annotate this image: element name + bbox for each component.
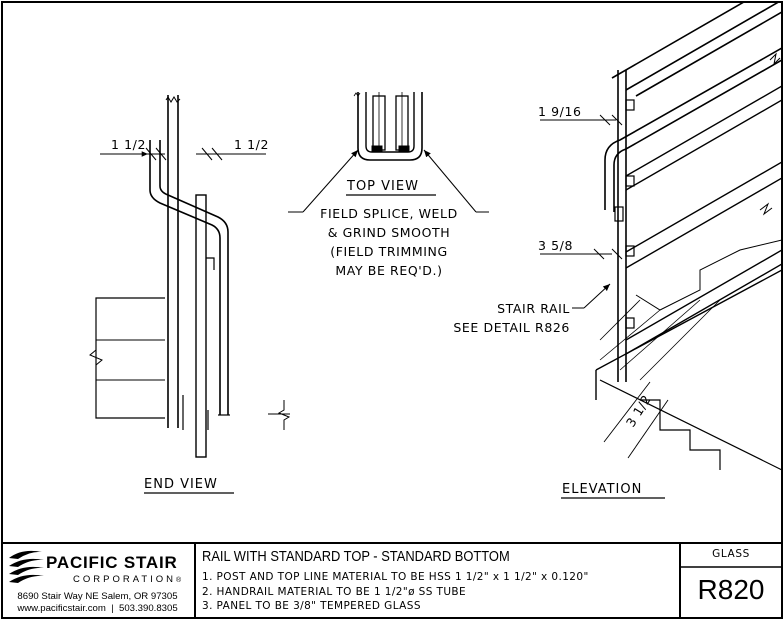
stair-rail-line-2: SEE DETAIL R826: [453, 320, 570, 335]
end-view-label: END VIEW: [144, 477, 218, 492]
registered-mark: ®: [176, 577, 182, 584]
company-name: PACIFIC STAIR: [46, 553, 178, 572]
dim-elev-mid: 3 5/8: [538, 238, 573, 253]
note-3: 3. PANEL TO BE 3/8" TEMPERED GLASS: [202, 600, 421, 612]
top-view: [288, 92, 489, 213]
company-sub-text: CORPORATION: [73, 574, 177, 585]
note-2: 2. HANDRAIL MATERIAL TO BE 1 1/2"ø SS TU…: [202, 586, 467, 598]
drawing-title: RAIL WITH STANDARD TOP - STANDARD BOTTOM: [202, 548, 510, 565]
stair-rail-line-1: STAIR RAIL: [497, 301, 570, 316]
splice-note-line-2: & GRIND SMOOTH: [328, 225, 451, 240]
dim-elev-top: 1 9/16: [538, 104, 582, 119]
elevation-view: [540, 2, 782, 471]
dim-end-right: 1 1/2: [234, 137, 269, 152]
splice-note-line-1: FIELD SPLICE, WELD: [320, 206, 458, 221]
company-address: 8690 Stair Way NE Salem, OR 97305: [17, 591, 178, 602]
splice-note-line-4: MAY BE REQ'D.): [335, 263, 442, 278]
detail-number: R820: [697, 574, 765, 605]
end-view: [89, 95, 291, 458]
company-contact: www.pacificstair.com | 503.390.8305: [17, 603, 178, 614]
note-1: 1. POST AND TOP LINE MATERIAL TO BE HSS …: [202, 571, 589, 583]
dim-end-left: 1 1/2: [111, 137, 146, 152]
elevation-label: ELEVATION: [562, 482, 642, 497]
top-view-label: TOP VIEW: [346, 179, 419, 194]
splice-note-line-3: (FIELD TRIMMING: [330, 244, 448, 259]
drawing-type: GLASS: [712, 548, 750, 560]
company-subtitle: CORPORATION®: [73, 574, 181, 585]
pacific-stair-logo-icon: [9, 550, 44, 583]
